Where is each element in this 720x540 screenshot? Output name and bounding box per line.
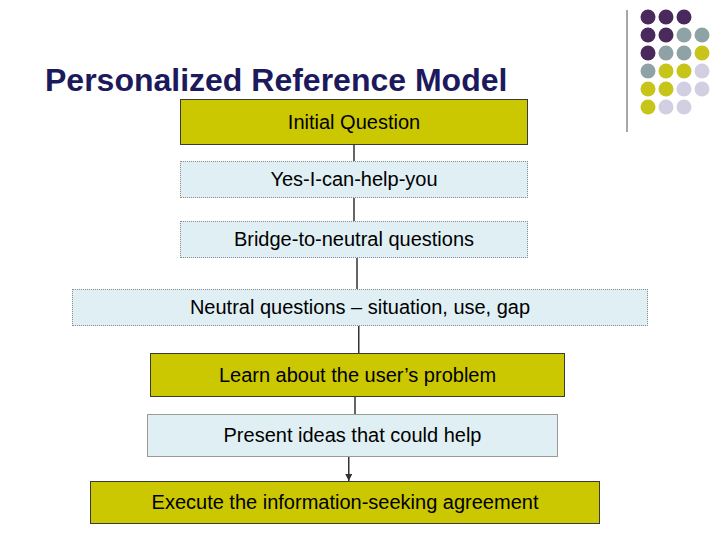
divider-line <box>626 10 628 132</box>
dot <box>659 28 674 43</box>
box-label: Execute the information-seeking agreemen… <box>152 491 539 514</box>
box-label: Bridge-to-neutral questions <box>234 228 474 251</box>
flow-connector <box>356 258 358 289</box>
dot <box>677 82 692 97</box>
flow-connector <box>354 397 356 414</box>
dot <box>677 64 692 79</box>
dot <box>659 100 674 115</box>
process-box: Neutral questions – situation, use, gap <box>72 289 648 326</box>
dot <box>659 10 674 25</box>
dot <box>641 10 656 25</box>
dot <box>659 46 674 61</box>
box-label: Initial Question <box>288 111 420 134</box>
dot <box>659 82 674 97</box>
dot <box>641 82 656 97</box>
process-box: Present ideas that could help <box>147 414 558 457</box>
diagram-title: Personalized Reference Model <box>45 62 507 99</box>
box-label: Yes-I-can-help-you <box>270 168 437 191</box>
process-box: Bridge-to-neutral questions <box>180 221 528 258</box>
dot <box>677 28 692 43</box>
dot <box>677 10 692 25</box>
dot <box>695 64 710 79</box>
dot <box>659 64 674 79</box>
flow-connector <box>353 198 355 221</box>
box-label: Learn about the user’s problem <box>219 364 496 387</box>
dot <box>695 46 710 61</box>
process-box: Learn about the user’s problem <box>150 353 565 397</box>
dot <box>641 28 656 43</box>
dot <box>677 46 692 61</box>
flow-connector <box>353 145 355 161</box>
dot <box>695 28 710 43</box>
dot <box>641 64 656 79</box>
dot <box>641 46 656 61</box>
flow-connector <box>358 326 360 353</box>
dot <box>641 100 656 115</box>
dot <box>695 82 710 97</box>
process-box: Execute the information-seeking agreemen… <box>90 481 600 524</box>
dot <box>677 100 692 115</box>
process-box: Initial Question <box>180 99 528 145</box>
box-label: Present ideas that could help <box>224 424 482 447</box>
box-label: Neutral questions – situation, use, gap <box>190 296 530 319</box>
dot-pattern <box>641 10 710 115</box>
flow-connector <box>348 457 350 481</box>
process-box: Yes-I-can-help-you <box>180 161 528 198</box>
